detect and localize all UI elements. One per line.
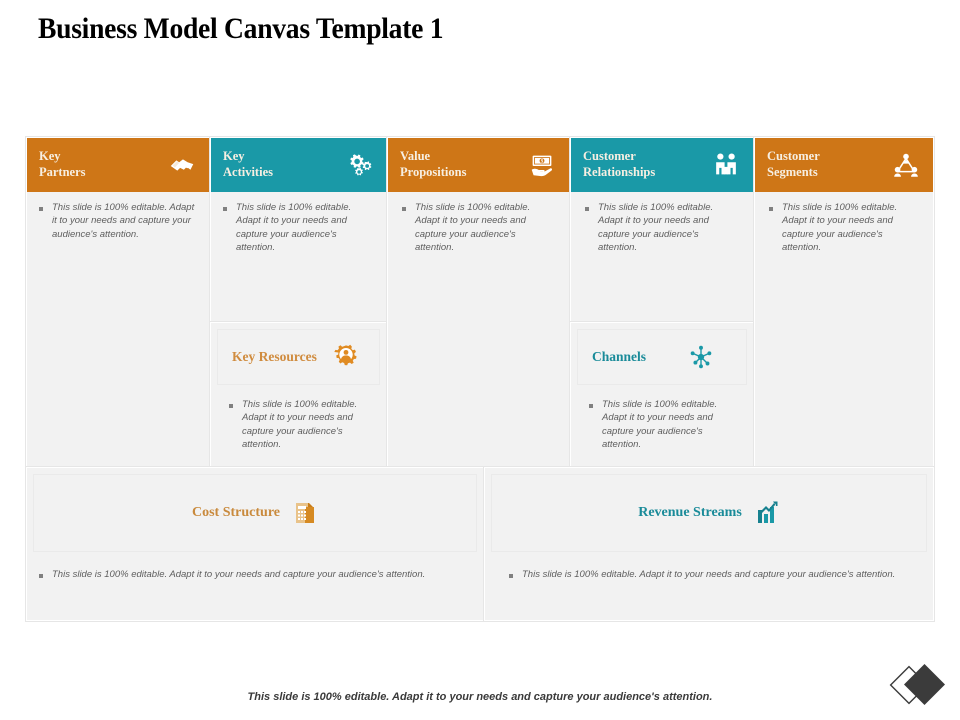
bullet-text: This slide is 100% editable. Adapt it to… (52, 569, 426, 580)
header-title-revenue-streams: Revenue Streams (638, 505, 742, 520)
bullet-text: This slide is 100% editable. Adapt it to… (522, 569, 896, 580)
header-revenue-streams: Revenue Streams (491, 474, 927, 552)
header-title-channels: Channels (592, 349, 647, 364)
list-item: This slide is 100% editable. Adapt it to… (39, 201, 199, 241)
header-title-line1: Customer (583, 149, 636, 164)
list-item: This slide is 100% editable. Adapt it to… (402, 201, 557, 255)
list-item: This slide is 100% editable. Adapt it to… (509, 568, 929, 581)
bullet-square-icon (39, 207, 43, 211)
bar-chart-arrow-icon (756, 500, 780, 526)
header-title-customer-segments: Customer Segments (767, 149, 820, 180)
bullet-square-icon (585, 207, 589, 211)
list-item: This slide is 100% editable. Adapt it to… (589, 398, 739, 452)
header-customer-segments: Customer Segments (755, 138, 933, 192)
bullet-square-icon (769, 207, 773, 211)
header-title-line1: Customer (767, 149, 820, 164)
cell-key-activities[interactable]: Key Activities This slide is 100% editab… (209, 136, 388, 323)
money-hand-icon: $ (527, 150, 557, 180)
bullets-key-partners: This slide is 100% editable. Adapt it to… (39, 201, 199, 241)
header-title-line1: Key (39, 149, 61, 164)
page-title: Business Model Canvas Template 1 (38, 12, 444, 45)
bullet-square-icon (229, 404, 233, 408)
header-title-line2: Segments (767, 165, 818, 179)
bullet-text: This slide is 100% editable. Adapt it to… (598, 202, 714, 254)
header-title-key-resources: Key Resources (232, 349, 317, 364)
people-network-icon (891, 150, 921, 180)
header-title-key-activities: Key Activities (223, 149, 273, 180)
cell-customer-relationships[interactable]: Customer Relationships This slide is 100… (569, 136, 755, 323)
cell-customer-segments[interactable]: Customer Segments (753, 136, 935, 468)
bullet-square-icon (509, 574, 513, 578)
handshake-icon (167, 150, 197, 180)
bullet-text: This slide is 100% editable. Adapt it to… (52, 202, 195, 240)
header-title-line2: Activities (223, 165, 273, 179)
list-item: This slide is 100% editable. Adapt it to… (39, 568, 459, 581)
header-channels: Channels (577, 329, 747, 385)
cell-revenue-streams[interactable]: Revenue Streams This slide is 100% edita… (483, 466, 935, 622)
cell-key-resources[interactable]: Key Resources This slide is 100% editabl… (209, 321, 388, 468)
svg-text:$: $ (541, 160, 544, 165)
bullets-key-resources: This slide is 100% editable. Adapt it to… (229, 398, 379, 452)
header-title-value-propositions: Value Propositions (400, 149, 466, 180)
diamond-logo (888, 662, 954, 714)
bullet-text: This slide is 100% editable. Adapt it to… (236, 202, 352, 254)
header-title-cost-structure: Cost Structure (191, 505, 280, 520)
bullets-key-activities: This slide is 100% editable. Adapt it to… (223, 201, 378, 255)
header-value-propositions: Value Propositions $ (388, 138, 569, 192)
bullets-value-propositions: This slide is 100% editable. Adapt it to… (402, 201, 557, 255)
calculator-building-icon (294, 500, 318, 526)
bullets-customer-relationships: This slide is 100% editable. Adapt it to… (585, 201, 740, 255)
header-title-key-partners: Key Partners (39, 149, 86, 180)
bullets-cost-structure: This slide is 100% editable. Adapt it to… (39, 568, 459, 581)
header-title-customer-relationships: Customer Relationships (583, 149, 655, 180)
list-item: This slide is 100% editable. Adapt it to… (769, 201, 921, 255)
bullet-square-icon (223, 207, 227, 211)
bullets-channels: This slide is 100% editable. Adapt it to… (589, 398, 739, 452)
two-people-icon (711, 150, 741, 180)
bullet-text: This slide is 100% editable. Adapt it to… (782, 202, 898, 254)
header-key-activities: Key Activities (211, 138, 386, 192)
bullet-text: This slide is 100% editable. Adapt it to… (415, 202, 531, 254)
gears-icon (344, 150, 374, 180)
bullets-customer-segments: This slide is 100% editable. Adapt it to… (769, 201, 921, 255)
header-title-line2: Partners (39, 165, 86, 179)
header-key-resources: Key Resources (217, 329, 380, 385)
header-title-line2: Propositions (400, 165, 467, 179)
header-customer-relationships: Customer Relationships (571, 138, 753, 192)
bullet-square-icon (39, 574, 43, 578)
cell-value-propositions[interactable]: Value Propositions $ This slide is 100% … (386, 136, 571, 468)
bullets-revenue-streams: This slide is 100% editable. Adapt it to… (509, 568, 929, 581)
header-cost-structure: Cost Structure (33, 474, 477, 552)
header-title-line1: Key (223, 149, 245, 164)
cell-key-partners[interactable]: Key Partners This slide is 100% editable… (25, 136, 211, 468)
list-item: This slide is 100% editable. Adapt it to… (585, 201, 740, 255)
header-key-partners: Key Partners (27, 138, 209, 192)
bullet-text: This slide is 100% editable. Adapt it to… (242, 399, 358, 451)
hub-network-icon (688, 344, 714, 370)
cell-channels[interactable]: Channels (569, 321, 755, 468)
header-title-line1: Value (400, 149, 431, 164)
bullet-text: This slide is 100% editable. Adapt it to… (602, 399, 718, 451)
gear-person-icon (333, 344, 359, 370)
header-title-line2: Relationships (583, 165, 656, 179)
list-item: This slide is 100% editable. Adapt it to… (223, 201, 378, 255)
bullet-square-icon (589, 404, 593, 408)
cell-cost-structure[interactable]: Cost Structure (25, 466, 485, 622)
list-item: This slide is 100% editable. Adapt it to… (229, 398, 379, 452)
footer-note: This slide is 100% editable. Adapt it to… (247, 691, 713, 703)
business-model-canvas: Key Partners This slide is 100% editable… (25, 136, 935, 622)
bullet-square-icon (402, 207, 406, 211)
